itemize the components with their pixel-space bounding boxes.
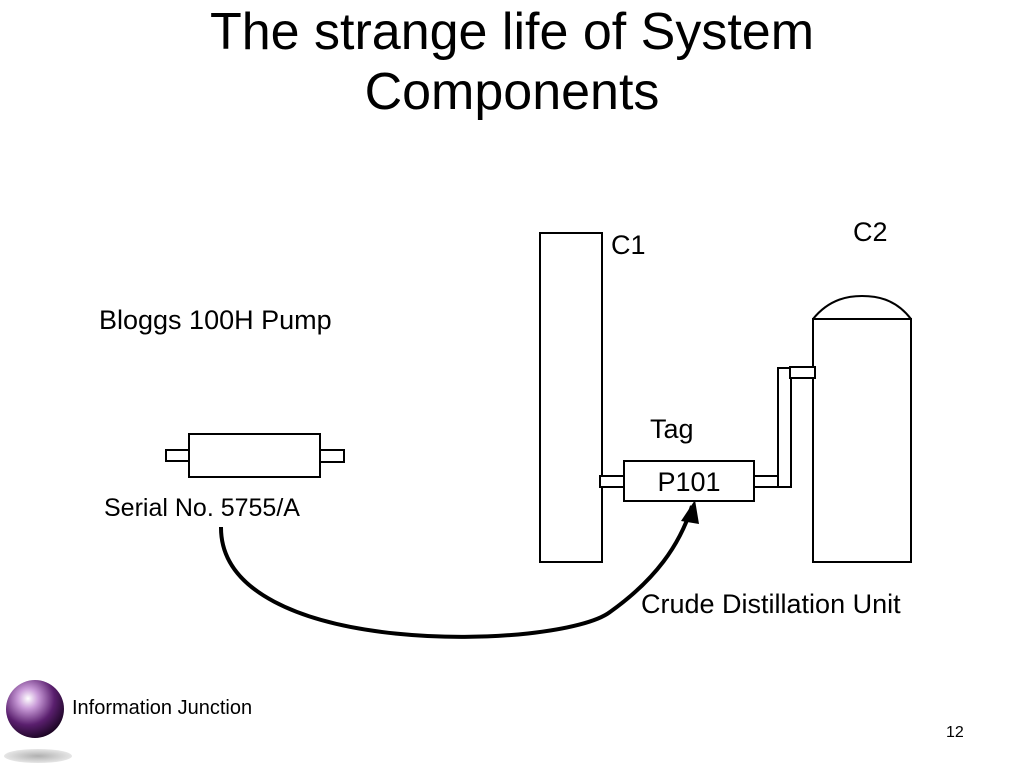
logo-shadow — [4, 749, 72, 763]
column-c2-body — [812, 318, 912, 563]
pipe-to-c2 — [777, 367, 792, 488]
association-arrow — [218, 505, 694, 639]
page-number: 12 — [946, 724, 964, 741]
standalone-pump — [165, 433, 345, 478]
column-c1-label: C1 — [611, 230, 646, 260]
pump-model-label: Bloggs 100H Pump — [99, 305, 332, 335]
slide-title: The strange life of System Components — [0, 2, 1024, 122]
column-c2-dome — [812, 294, 912, 320]
tag-value-label: P101 — [657, 467, 721, 497]
pump-body — [188, 433, 321, 478]
pump-inlet-nozzle — [165, 449, 190, 462]
tag-caption-label: Tag — [650, 414, 694, 444]
title-line-1: The strange life of System — [209, 3, 815, 61]
p101-outlet-nozzle — [753, 475, 779, 488]
serial-number-label: Serial No. 5755/A — [104, 494, 300, 522]
column-c2-label: C2 — [853, 217, 888, 247]
column-c1 — [539, 232, 603, 563]
installed-pump-p101 — [599, 460, 779, 502]
column-c2 — [812, 294, 912, 563]
unit-name-label: Crude Distillation Unit — [641, 589, 901, 619]
purple-sphere-icon — [6, 680, 64, 738]
title-line-2: Components — [364, 63, 660, 121]
c2-inlet-nozzle — [789, 366, 816, 379]
pump-outlet-nozzle — [319, 449, 345, 463]
footer-brand: Information Junction — [72, 697, 253, 719]
p101-inlet-nozzle — [599, 475, 625, 488]
arrow-head — [681, 500, 699, 524]
